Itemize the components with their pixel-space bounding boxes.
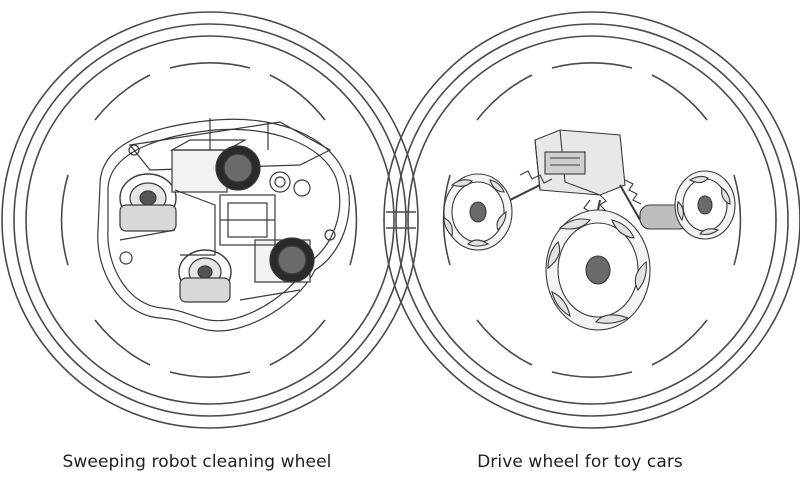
caption-toy-car-drive-wheel: Drive wheel for toy cars bbox=[477, 452, 683, 472]
ring-connector bbox=[386, 211, 416, 229]
mecanum-wheel-toy-car-drawing bbox=[443, 129, 736, 331]
mecanum-wheel-back-left bbox=[443, 173, 513, 251]
caption-sweeping-robot: Sweeping robot cleaning wheel bbox=[62, 452, 332, 472]
mecanum-wheel-back-right bbox=[674, 170, 736, 240]
mecanum-wheel-front bbox=[545, 209, 651, 331]
left-ring-frame bbox=[1, 11, 419, 429]
sweeping-robot-chassis-drawing bbox=[97, 118, 350, 332]
